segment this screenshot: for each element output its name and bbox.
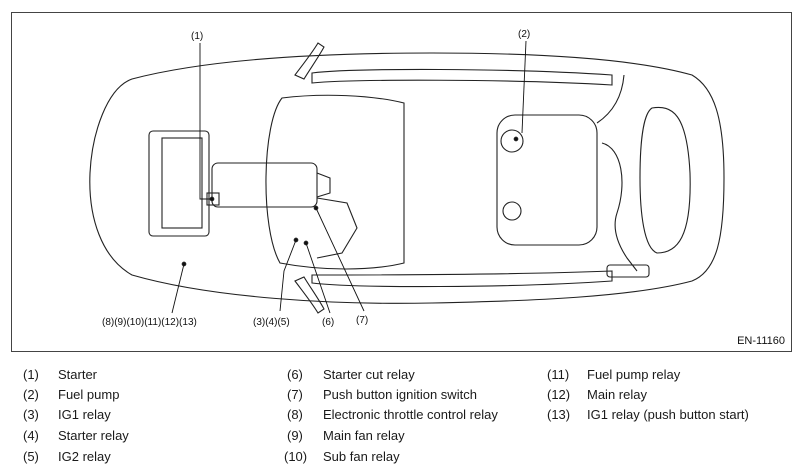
vehicle-outline-drawing: [89, 40, 725, 314]
vehicle-diagram: (1) (2) (3)(4)(5) (6) (7) (8)(9)(10)(11)…: [11, 12, 792, 352]
leader-line-8-13: [171, 263, 185, 314]
callout-8-13: (8)(9)(10)(11)(12)(13): [102, 317, 197, 328]
callout-6: (6): [322, 317, 335, 328]
callout-7: (7): [356, 315, 369, 326]
figure-id: EN-11160: [737, 335, 785, 347]
legend-number: (8): [287, 407, 303, 422]
legend-item: (8) Electronic throttle control relay: [287, 407, 537, 425]
fuel-tank: [496, 114, 598, 246]
legend-number: (7): [287, 387, 303, 402]
leader-line-6: [305, 242, 331, 314]
legend-item: (2) Fuel pump: [23, 387, 273, 405]
legend-item: (1) Starter: [23, 367, 273, 385]
rear-window: [639, 106, 691, 254]
legend-item: (9) Main fan relay: [287, 428, 537, 446]
legend-item: (3) IG1 relay: [23, 407, 273, 425]
legend-label: Starter: [58, 367, 98, 382]
legend-item: (5) IG2 relay: [23, 449, 273, 467]
legend-label: Push button ignition switch: [323, 387, 477, 402]
leader-line-7: [315, 207, 365, 312]
legend-label: Starter relay: [58, 428, 129, 443]
leader-line-1: [199, 43, 212, 200]
engine-block: [148, 130, 210, 237]
legend-label: IG1 relay: [58, 407, 111, 422]
legend-number: (9): [287, 428, 303, 443]
legend-label: Main fan relay: [323, 428, 405, 443]
legend-label: Starter cut relay: [323, 367, 415, 382]
legend-label: IG1 relay (push button start): [587, 407, 749, 422]
legend-label: Fuel pump relay: [587, 367, 681, 382]
legend-item: (7) Push button ignition switch: [287, 387, 537, 405]
legend-label: IG2 relay: [58, 449, 111, 464]
fuel-pump-unit: [500, 129, 524, 153]
legend-item: (6) Starter cut relay: [287, 367, 537, 385]
legend-number: (5): [23, 449, 39, 464]
cabin-outline: [265, 94, 405, 270]
legend-label: Fuel pump: [58, 387, 120, 402]
leader-line-3-5: [279, 239, 297, 312]
legend-number: (10): [284, 449, 308, 464]
car-body-outline: [89, 52, 725, 304]
legend-item: (11) Fuel pump relay: [547, 367, 797, 385]
legend-number: (11): [547, 367, 570, 382]
legend-number: (6): [287, 367, 303, 382]
legend-number: (3): [23, 407, 39, 422]
legend-label: Main relay: [587, 387, 647, 402]
legend-number: (12): [547, 387, 571, 402]
callout-1: (1): [191, 31, 204, 42]
legend-label: Sub fan relay: [323, 449, 400, 464]
leader-line-2: [521, 40, 527, 134]
legend-number: (2): [23, 387, 39, 402]
legend-label: Electronic throttle control relay: [323, 407, 498, 422]
legend-item: (4) Starter relay: [23, 428, 273, 446]
transmission: [211, 162, 318, 208]
legend-number: (1): [23, 367, 39, 382]
legend-number: (13): [547, 407, 571, 422]
callout-2: (2): [518, 29, 531, 40]
legend-item: (10) Sub fan relay: [284, 449, 534, 467]
callout-3-4-5: (3)(4)(5): [253, 317, 290, 328]
legend-item: (12) Main relay: [547, 387, 797, 405]
legend-number: (4): [23, 428, 39, 443]
legend-item: (13) IG1 relay (push button start): [547, 407, 797, 425]
